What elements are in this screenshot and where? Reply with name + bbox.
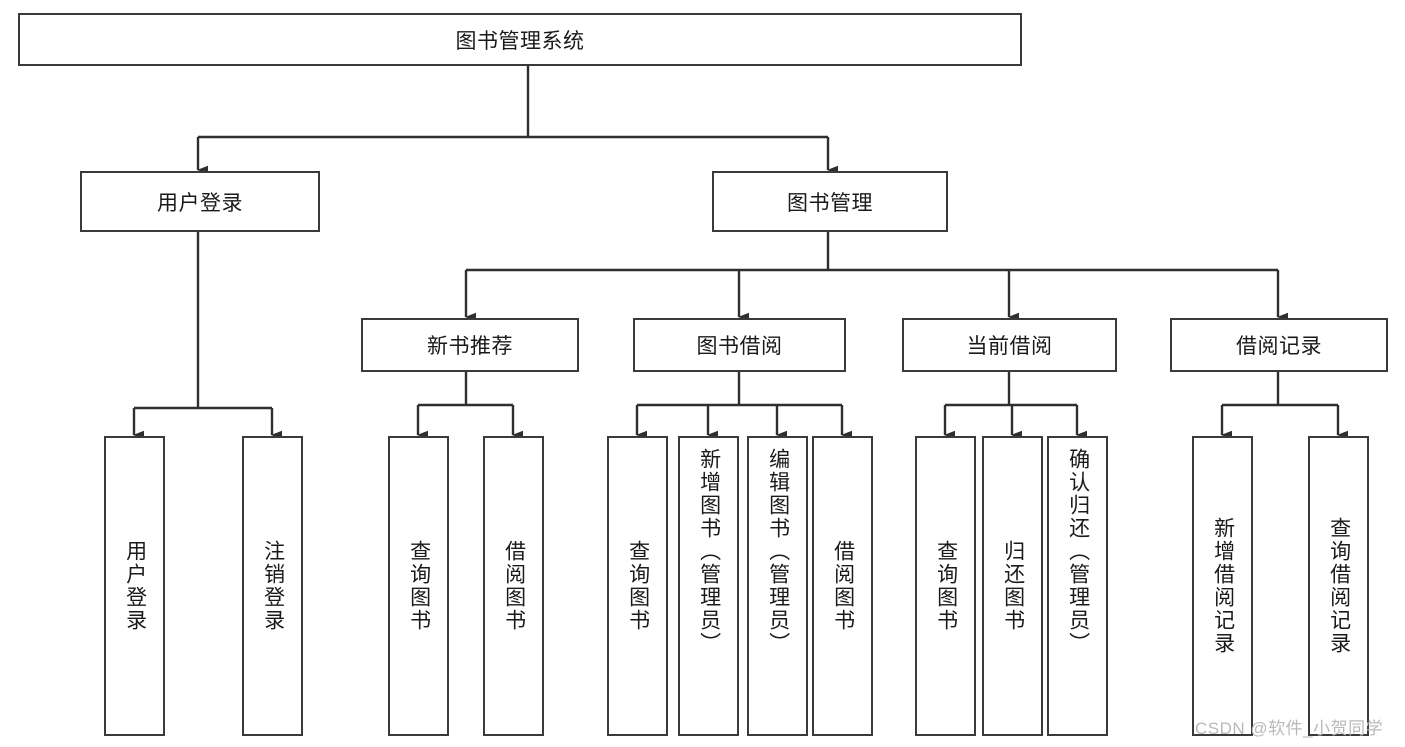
node-label: 借阅记录 [1236,335,1322,358]
node-borrow-record[interactable]: 借阅记录 [1170,318,1388,372]
leaf-leaf-query-book-current[interactable]: 查询图书 [915,436,976,736]
leaf-leaf-query-borrow-record[interactable]: 查询借阅记录 [1308,436,1369,736]
csdn-watermark: CSDN @软件_小贺同学 [1195,719,1384,738]
node-label: 图书管理系统 [455,29,585,53]
node-label: 归还图书 [1001,540,1025,632]
node-label: 新增图书（管理员） [697,448,721,655]
node-label: 新书推荐 [427,335,513,358]
leaf-leaf-logout[interactable]: 注销登录 [242,436,303,736]
leaf-leaf-borrow-book-recommend[interactable]: 借阅图书 [483,436,544,736]
leaf-leaf-user-login[interactable]: 用户登录 [104,436,165,736]
leaf-leaf-borrow-book[interactable]: 借阅图书 [812,436,873,736]
leaf-leaf-confirm-return-admin[interactable]: 确认归还（管理员） [1047,436,1108,736]
node-label: 新增借阅记录 [1211,517,1235,655]
node-label: 查询图书 [407,540,431,632]
leaf-leaf-query-book-recommend[interactable]: 查询图书 [388,436,449,736]
node-current-borrow[interactable]: 当前借阅 [902,318,1117,372]
node-label: 用户登录 [157,191,243,215]
node-label: 用户登录 [123,540,147,632]
node-label: 编辑图书（管理员） [766,448,790,655]
leaf-leaf-return-book[interactable]: 归还图书 [982,436,1043,736]
leaf-leaf-add-book-admin[interactable]: 新增图书（管理员） [678,436,739,736]
node-label: 当前借阅 [966,335,1053,358]
node-new-book-recommend[interactable]: 新书推荐 [361,318,579,372]
node-book-borrow[interactable]: 图书借阅 [633,318,846,372]
node-label: 图书管理 [787,191,873,215]
node-label: 图书借阅 [696,335,783,358]
node-book-manage[interactable]: 图书管理 [712,171,948,232]
node-root[interactable]: 图书管理系统 [18,13,1022,66]
node-label: 查询图书 [626,540,650,632]
node-label: 借阅图书 [502,540,526,632]
node-label: 借阅图书 [831,540,855,632]
node-label: 查询借阅记录 [1327,517,1351,655]
leaf-leaf-edit-book-admin[interactable]: 编辑图书（管理员） [747,436,808,736]
node-label: 注销登录 [261,540,285,632]
node-label: 查询图书 [934,540,958,632]
leaf-leaf-add-borrow-record[interactable]: 新增借阅记录 [1192,436,1253,736]
leaf-leaf-query-book-borrow[interactable]: 查询图书 [607,436,668,736]
node-user-login[interactable]: 用户登录 [80,171,320,232]
node-label: 确认归还（管理员） [1066,448,1090,655]
